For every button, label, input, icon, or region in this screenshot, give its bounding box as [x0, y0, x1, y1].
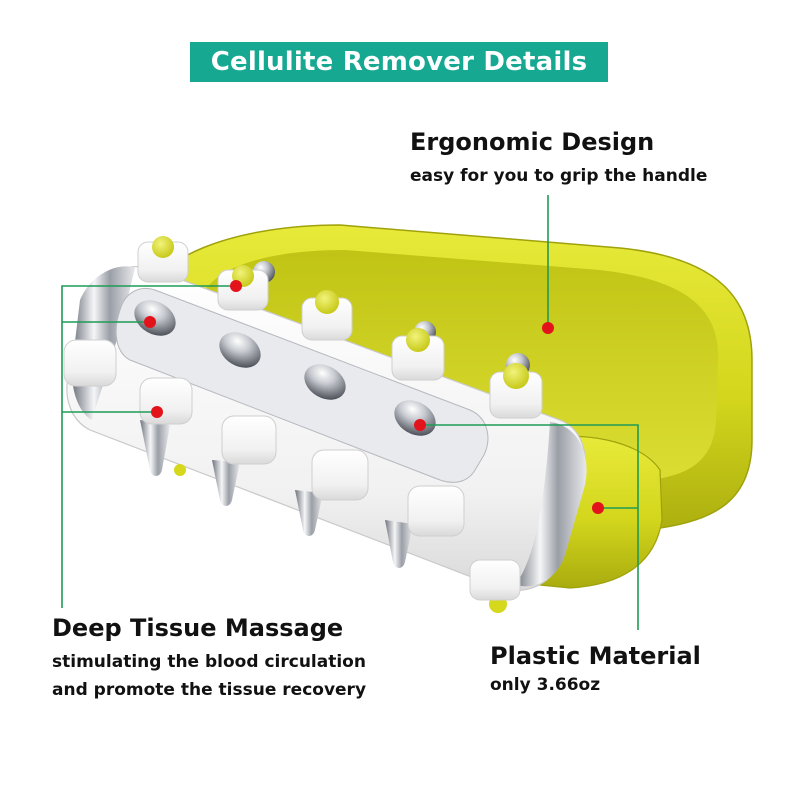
feature-desc-deep-tissue-line2: and promote the tissue recovery — [52, 680, 367, 700]
feature-heading-ergonomic: Ergonomic Design — [410, 128, 655, 156]
bottom-nubs — [63, 339, 521, 613]
feature-desc-plastic: only 3.66oz — [490, 675, 601, 695]
marker-dot-roller — [144, 316, 156, 328]
marker-dot-nub-top — [230, 280, 242, 292]
feature-heading-plastic: Plastic Material — [490, 642, 701, 670]
top-nubs — [137, 236, 543, 419]
callout-lines — [61, 195, 639, 630]
marker-dots — [144, 280, 604, 514]
feature-desc-deep-tissue-line1: stimulating the blood circulation — [52, 652, 366, 672]
marker-dot-ball — [414, 419, 426, 431]
marker-dot-endcap — [592, 502, 604, 514]
marker-dot-handle — [542, 322, 554, 334]
feature-desc-ergonomic: easy for you to grip the handle — [410, 166, 708, 186]
marker-dot-nub-bottom — [151, 406, 163, 418]
title-banner: Cellulite Remover Details — [190, 42, 608, 82]
callout-line-plastic — [420, 424, 639, 630]
feature-heading-deep-tissue: Deep Tissue Massage — [52, 614, 344, 642]
callout-line-deep-tissue — [61, 285, 236, 608]
banner-title: Cellulite Remover Details — [210, 47, 588, 77]
